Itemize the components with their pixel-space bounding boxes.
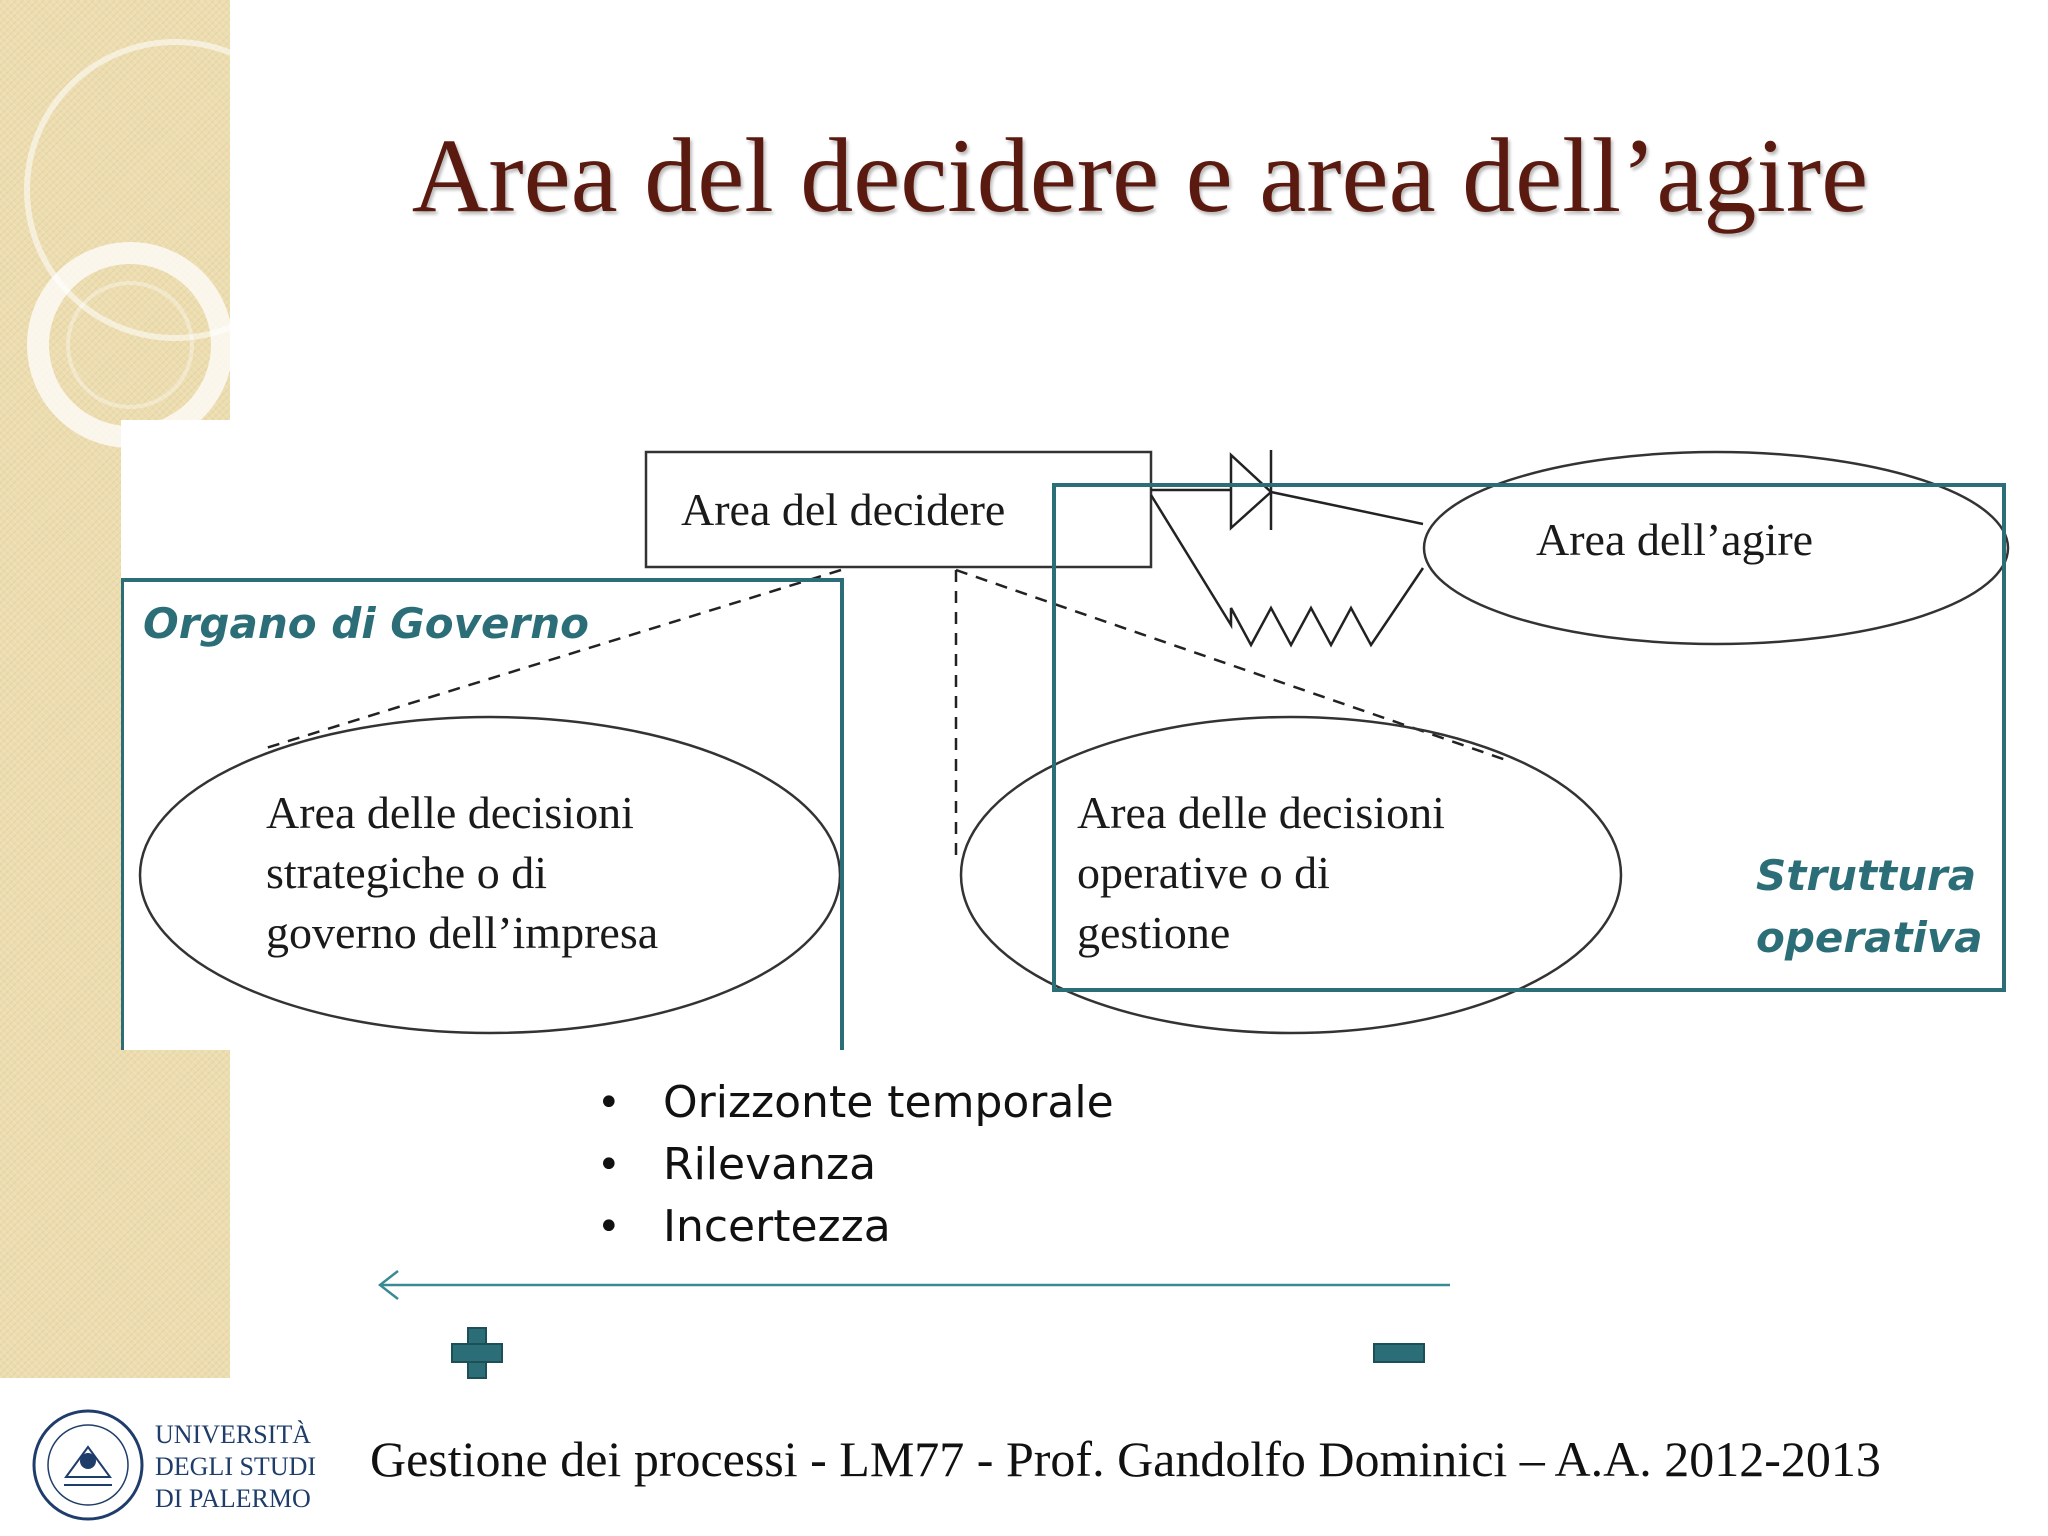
- svg-text:DI PALERMO: DI PALERMO: [155, 1484, 311, 1513]
- decision-diagram: Area del decidere Area dell’agire Area d…: [121, 450, 2010, 1050]
- list-item-text: Rilevanza: [663, 1139, 877, 1190]
- university-logo: UNIVERSITÀ DEGLI STUDI DI PALERMO: [32, 1409, 316, 1521]
- list-item: • Incertezza: [597, 1196, 1114, 1258]
- agire-ellipse: [1422, 450, 2010, 646]
- resistor-symbol: [1149, 494, 1425, 648]
- diode-symbol: [1229, 452, 1273, 531]
- diagram-panel: Area del decidere Area dell’agire Area d…: [121, 420, 2016, 1050]
- bullet-icon: •: [597, 1142, 621, 1188]
- plus-icon: [451, 1327, 503, 1379]
- strategic-line-3: governo dell’impresa: [266, 907, 658, 958]
- list-item-text: Incertezza: [663, 1201, 891, 1252]
- operative-line-2: operative o di: [1077, 847, 1330, 898]
- operative-line-1: Area delle decisioni: [1077, 787, 1445, 838]
- scale-arrow: [377, 1270, 1450, 1379]
- decide-box-label: Area del decidere: [681, 484, 1005, 535]
- minus-icon: [1373, 1343, 1425, 1363]
- struttura-label-line-2: operativa: [1756, 913, 1983, 962]
- organo-governo-label: Organo di Governo: [143, 599, 589, 648]
- slide-title: Area del decidere e area dell’agire: [411, 117, 1869, 234]
- list-item-text: Orizzonte temporale: [663, 1077, 1114, 1128]
- organo-governo-frame: [121, 578, 844, 1050]
- criteria-list: • Orizzonte temporale • Rilevanza • Incerte…: [597, 1072, 1114, 1258]
- strategic-line-1: Area delle decisioni: [266, 787, 634, 838]
- list-item: • Orizzonte temporale: [597, 1072, 1114, 1134]
- svg-text:UNIVERSITÀ: UNIVERSITÀ: [155, 1420, 311, 1449]
- bullet-icon: •: [597, 1080, 621, 1126]
- operative-line-3: gestione: [1077, 907, 1230, 958]
- strategic-line-2: strategiche o di: [266, 847, 547, 898]
- decide-box: [644, 450, 1153, 569]
- struttura-label-line-1: Struttura: [1756, 851, 1976, 900]
- agire-ellipse-label: Area dell’agire: [1536, 514, 1813, 565]
- bullet-icon: •: [597, 1204, 621, 1250]
- slide-footer: Gestione dei processi - LM77 - Prof. Gan…: [370, 1431, 1881, 1487]
- svg-text:DEGLI STUDI: DEGLI STUDI: [155, 1452, 316, 1481]
- list-item: • Rilevanza: [597, 1134, 1114, 1196]
- operative-ellipse: [959, 715, 1623, 1035]
- struttura-operativa-frame: [1052, 483, 2006, 992]
